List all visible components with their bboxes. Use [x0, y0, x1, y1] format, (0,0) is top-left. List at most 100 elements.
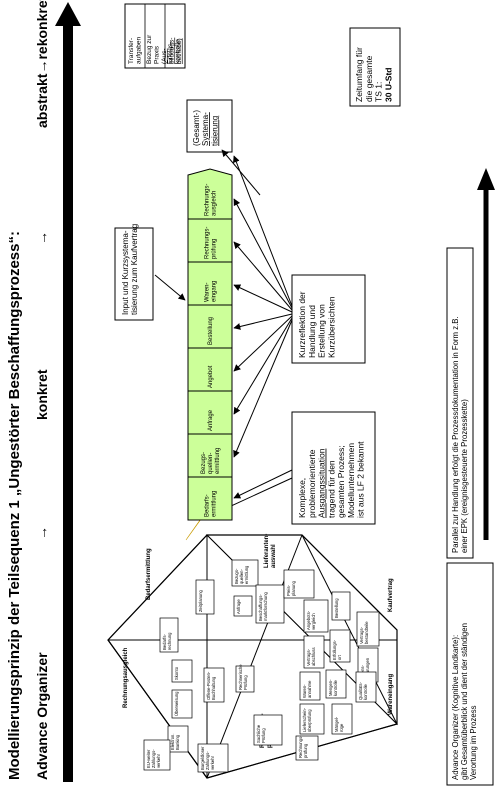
quadrant-lieferantenauswahl: Lieferanten-auswahl: [264, 534, 277, 568]
map-item: Anfrage: [233, 595, 253, 617]
map-item: Beschaffungs-marktforschung: [255, 584, 285, 624]
map-item: Bestellung: [331, 591, 351, 621]
parallel-documentation-box: [446, 247, 474, 559]
map-item: Bezugs-quellen-ermittlung: [231, 559, 259, 587]
process-step-label: Bestellung: [208, 317, 214, 345]
quadrant-bedarfsermittlung: Bedarfsermittlung: [146, 548, 152, 600]
map-item: Vertrags-abschluss: [303, 635, 325, 669]
process-step-label: Rechnungs-prüfung: [205, 227, 218, 259]
connector-arrow: [233, 317, 293, 415]
map-item-label: Skonto: [174, 666, 179, 680]
parallel-documentation-text: Parallel zur Handlung erfolgt die Prozes…: [451, 316, 469, 553]
map-item-label: EU-weiterZahlungs-verkehr: [146, 749, 161, 768]
quadrant-wareneingang: Wareneingang: [388, 674, 394, 715]
map-item-label: Bestellung: [334, 598, 339, 618]
quadrant-kaufvertrag: Kaufvertrag: [388, 578, 394, 612]
map-item-label: Vertrags-bestandteile: [359, 621, 369, 644]
connector-arrow: [233, 241, 293, 311]
map-item: Mängel-rüge: [331, 703, 353, 735]
connector-arrow: [233, 155, 293, 307]
map-item: Preis-planung: [283, 569, 315, 599]
map-item-label: Erfüllungs-ort: [332, 639, 342, 660]
connector-arrow: [154, 274, 186, 301]
map-item: Erfüllungs-ort: [329, 629, 351, 663]
input-box: [114, 227, 154, 321]
connector-arrow: [233, 319, 293, 458]
map-item-label: Qualitäts-kontrolle: [358, 681, 368, 700]
process-steps: Bedarfs-ermittlungBezugs-quellen-ermittl…: [187, 168, 233, 521]
reflexion-text: Kurzreflektion derHandlung undErstellung…: [297, 291, 336, 358]
header-arrow-1: →: [34, 526, 50, 540]
erfolg-line: Erfolgs-kontrolle: [167, 39, 181, 64]
input-text: Input und Kurzsystema-tisierung zum Kauf…: [121, 224, 139, 315]
connector-arrow: [221, 149, 261, 196]
systematisierung-text: (Gesamt-)Systema-tisierung: [192, 110, 219, 146]
zeitumfang-text: Zeitumfang fürdie gesamteTS 1:30 U-Std: [354, 47, 393, 102]
map-item: EU-weiterZahlungs-verkehr: [143, 739, 171, 771]
map-item: Qualitäts-kontrolle: [355, 671, 377, 703]
map-item-label: RechnerischePrüfung: [238, 664, 248, 690]
connector-arrow: [233, 284, 293, 313]
complex-situation-box: [291, 411, 376, 525]
complex-line: Komplexe,problemorientierteAusgangssitua…: [297, 441, 366, 518]
parallel-line: Parallel zur Handlung erfolgt die Prozes…: [451, 316, 469, 553]
quadrant-rechnungsausgleich: Rechnungsausgleich: [123, 647, 129, 708]
map-item: Vertrags-bestandteile: [356, 611, 380, 647]
map-item-label: Anfrage: [236, 599, 241, 614]
map-item-label: Mengen-kontrolle: [328, 679, 338, 696]
process-step-label: Angebot: [208, 365, 214, 388]
input-line: Input und Kurzsystema-tisierung zum Kauf…: [121, 224, 139, 315]
systematisierung-box: [186, 99, 233, 153]
map-item-label: Elektron.Banking: [170, 733, 180, 750]
map-item: SachlichePrüfung: [253, 714, 283, 746]
header-konkret: konkret: [34, 369, 50, 420]
reflexion-box: [291, 274, 366, 364]
map-item: Überweisung: [171, 689, 193, 719]
map-item: Angebots-vergleich: [303, 599, 329, 633]
connector-arrow: [233, 315, 293, 372]
map-item: Rechnungs-prüfung: [295, 735, 319, 761]
map-item-label: Waren-annahme: [302, 680, 312, 698]
timeline-arrow-head: [55, 2, 81, 26]
zeitumfang-line: Zeitumfang fürdie gesamteTS 1:30 U-Std: [354, 47, 393, 102]
zeitumfang-box: [349, 27, 401, 107]
connector-arrow: [233, 198, 293, 309]
parallel-arrow-head: [477, 168, 495, 190]
map-item-label: BargeldloserZahlungs-verkehr: [200, 746, 215, 770]
map-item-label: Offene-Posten-Buchhaltung: [206, 671, 216, 700]
map-item: Lieferschein-überprüfung: [299, 703, 325, 735]
map-item-label: SachlichePrüfung: [256, 724, 266, 743]
header-arrow-2: →: [34, 231, 50, 245]
advance-organizer-line: Advance Organizer (Kognitive Landkarte):…: [451, 623, 478, 780]
map-item-label: Angebots-vergleich: [306, 610, 316, 630]
map-item-label: Mängel-rüge: [334, 716, 344, 732]
map-item: Zeitplanung: [195, 579, 215, 615]
map-item-label: Rechnungs-prüfung: [298, 735, 308, 758]
process-step-label: Anfrage: [208, 409, 214, 431]
map-item: BargeldloserZahlungs-verkehr: [197, 743, 229, 773]
systematisierung-line: (Gesamt-)Systema-tisierung: [192, 110, 219, 146]
map-item-label: Bezugs-quellen-ermittlung: [234, 565, 249, 584]
map-item-label: Beschaffungs-marktforschung: [258, 591, 268, 621]
header-title: Modellierungsprinzip der Teilsequenz 1 „…: [6, 231, 23, 780]
connector-arrows: [154, 149, 293, 499]
process-step-label: Bezugs-quellen-ermittlung: [201, 448, 221, 474]
header-advance-organizer: Advance Organizer: [34, 652, 50, 780]
advance-organizer-box: [446, 562, 494, 786]
process-step-label: Rechnungs-ausgleich: [205, 184, 218, 216]
map-item-label: Bedarfs-rechnung: [162, 632, 172, 650]
map-item: Bedarfs-rechnung: [159, 617, 179, 653]
map-item: Mengen-kontrolle: [325, 669, 347, 699]
process-step-label: Waren-eingang: [205, 281, 218, 302]
map-item-label: Überweisung: [174, 691, 179, 716]
praxis-line: Bezug zurPraxis(Aus-bildungs-betriebe): [146, 34, 183, 64]
map-item: Waren-annahme: [299, 671, 321, 701]
process-step: Rechnungs-ausgleich: [187, 168, 233, 220]
reflexion-line: Kurzreflektion derHandlung undErstellung…: [297, 291, 336, 358]
map-item: Elektron.Banking: [167, 725, 189, 753]
map-item-label: Zeitplanung: [198, 589, 203, 612]
map-item: Offene-Posten-Buchhaltung: [203, 667, 225, 703]
map-item-label: Vertrags-abschluss: [306, 647, 316, 666]
